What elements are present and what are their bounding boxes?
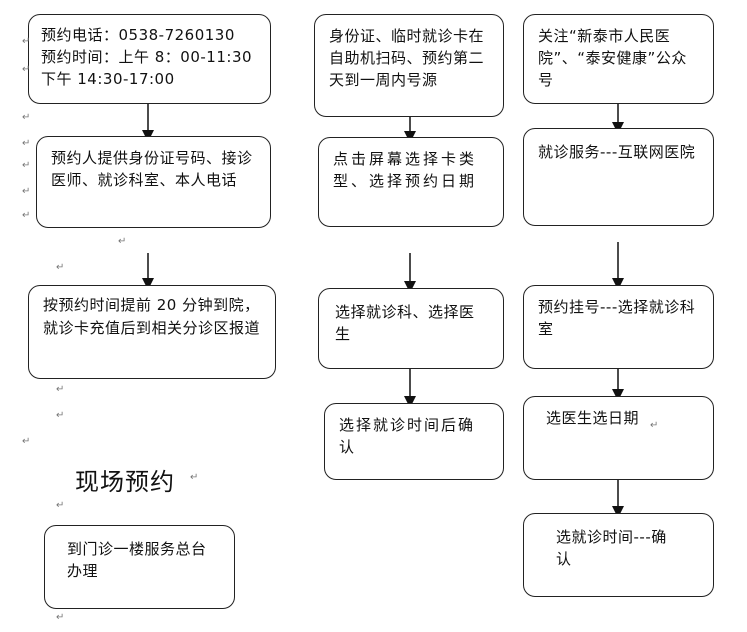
follow-text: 关注“新泰市人民医院”、“泰安健康”公众号 xyxy=(538,27,687,89)
contact-time-line: 预约时间：上午 8：00-11:30 xyxy=(41,48,253,66)
paragraph-mark: ↵ xyxy=(22,112,31,123)
onsite-heading: 现场预约 xyxy=(75,468,175,496)
paragraph-mark: ↵ xyxy=(22,186,31,197)
arrival-text: 按预约时间提前 20 分钟到院，就诊卡充值后到相关分诊区报道 xyxy=(43,296,261,337)
contact-box: 预约电话：0538-7260130 预约时间：上午 8：00-11:30 下午 … xyxy=(28,14,271,104)
paragraph-mark: ↵ xyxy=(22,160,31,171)
contact-afternoon-line: 下午 14:30-17:00 xyxy=(41,70,175,88)
paragraph-mark: ↵ xyxy=(650,420,659,431)
confirm-text: 选择就诊时间后确认 xyxy=(339,416,476,456)
paragraph-mark: ↵ xyxy=(56,410,65,421)
confirm-box: 选择就诊时间后确认 xyxy=(324,403,504,480)
onsite-text: 到门诊一楼服务总台办理 xyxy=(67,540,207,580)
paragraph-mark: ↵ xyxy=(56,500,65,511)
paragraph-mark: ↵ xyxy=(22,436,31,447)
kiosk-box: 身份证、临时就诊卡在自助机扫码、预约第二天到一周内号源 xyxy=(314,14,504,117)
service-box: 就诊服务---互联网医院 xyxy=(523,128,714,226)
paragraph-mark: ↵ xyxy=(22,64,31,75)
kiosk-text: 身份证、临时就诊卡在自助机扫码、预约第二天到一周内号源 xyxy=(329,27,485,89)
onsite-box: 到门诊一楼服务总台办理 xyxy=(44,525,235,609)
paragraph-mark: ↵ xyxy=(118,236,127,247)
register-box: 预约挂号---选择就诊科室 xyxy=(523,285,714,369)
service-text: 就诊服务---互联网医院 xyxy=(538,143,696,161)
contact-phone-line: 预约电话：0538-7260130 xyxy=(41,26,235,44)
paragraph-mark: ↵ xyxy=(22,36,31,47)
paragraph-mark: ↵ xyxy=(56,384,65,395)
select-dept-box: 选择就诊科、选择医生 xyxy=(318,288,504,369)
select-dept-text: 选择就诊科、选择医生 xyxy=(335,303,475,343)
doctor-date-text: 选医生选日期 xyxy=(546,409,640,427)
select-type-box: 点击屏幕选择卡类型、选择预约日期 xyxy=(318,137,504,227)
doctor-date-box: 选医生选日期 xyxy=(523,396,714,480)
info-box: 预约人提供身份证号码、接诊医师、就诊科室、本人电话 xyxy=(36,136,271,228)
paragraph-mark: ↵ xyxy=(22,210,31,221)
info-text: 预约人提供身份证号码、接诊医师、就诊科室、本人电话 xyxy=(51,149,253,189)
arrival-box: 按预约时间提前 20 分钟到院，就诊卡充值后到相关分诊区报道 xyxy=(28,285,276,379)
select-type-text: 点击屏幕选择卡类型、选择预约日期 xyxy=(333,150,478,190)
paragraph-mark: ↵ xyxy=(56,612,65,623)
time-confirm-box: 选就诊时间---确认 xyxy=(523,513,714,597)
follow-box: 关注“新泰市人民医院”、“泰安健康”公众号 xyxy=(523,14,714,104)
time-confirm-text: 选就诊时间---确认 xyxy=(556,528,667,568)
register-text: 预约挂号---选择就诊科室 xyxy=(538,298,696,338)
paragraph-mark: ↵ xyxy=(56,262,65,273)
paragraph-mark: ↵ xyxy=(190,472,199,483)
paragraph-mark: ↵ xyxy=(22,138,31,149)
